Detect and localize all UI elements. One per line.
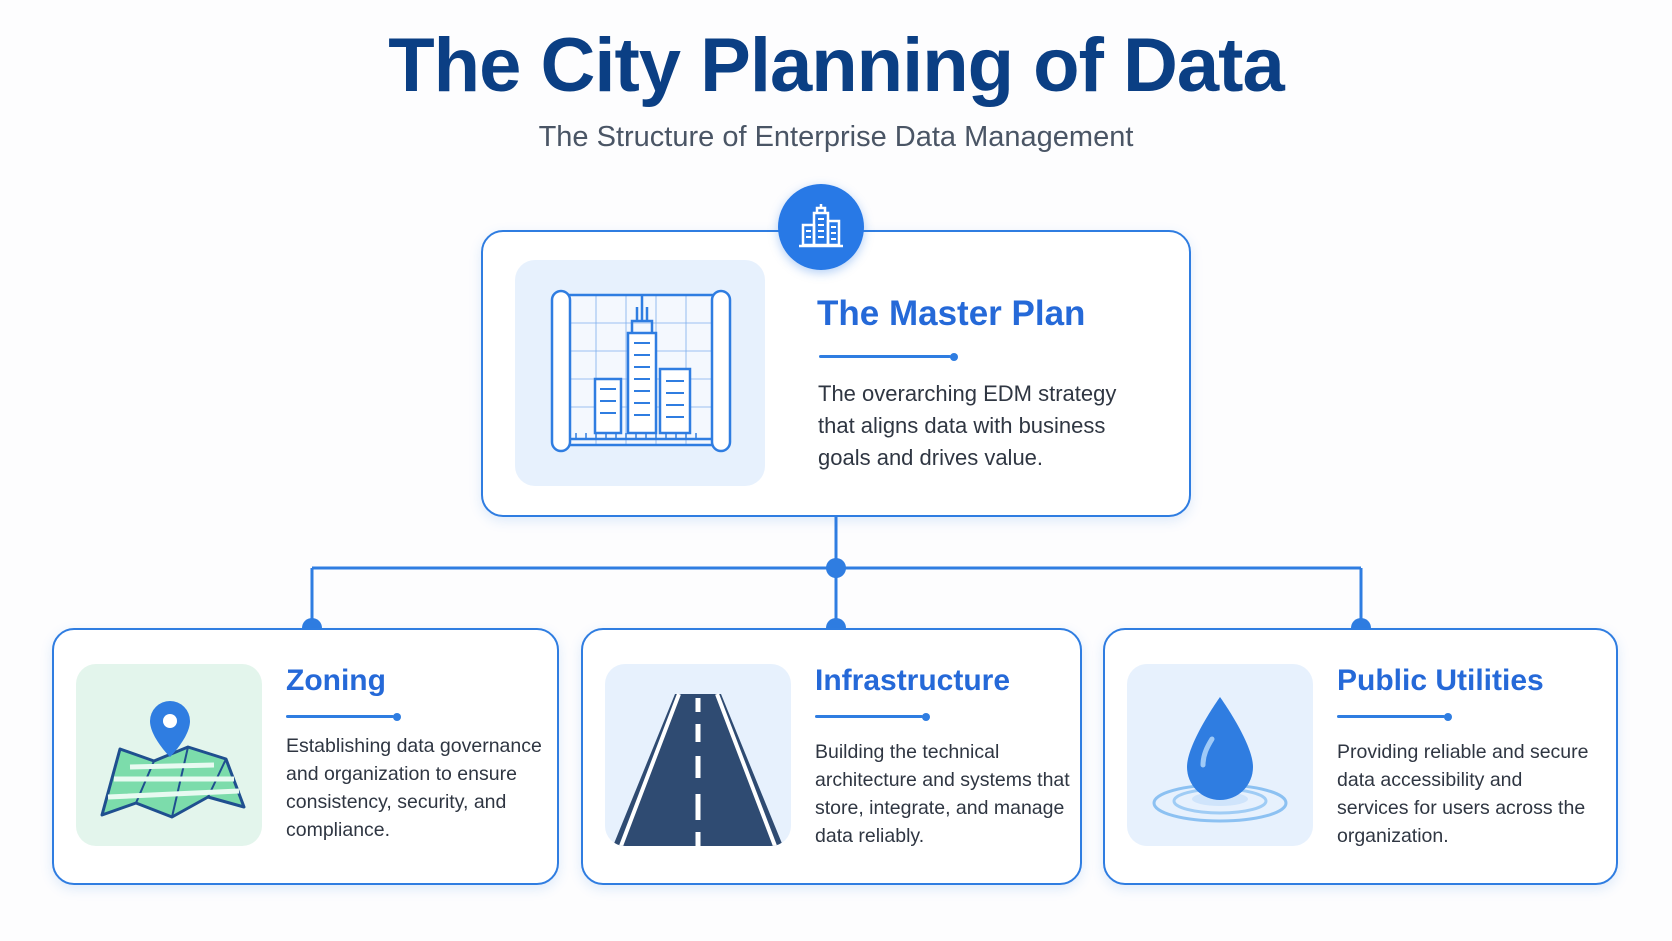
infrastructure-title: Infrastructure [815, 664, 1011, 697]
infrastructure-description: Building the technical architecture and … [815, 741, 1070, 847]
water-drop-icon [1127, 664, 1313, 846]
blueprint-skyscrapers-icon [515, 260, 765, 486]
city-buildings-icon [778, 184, 864, 270]
zoning-title: Zoning [286, 664, 386, 697]
title-divider [286, 712, 401, 721]
map-pin-icon [76, 664, 262, 846]
title-divider [815, 712, 930, 721]
page-subtitle: The Structure of Enterprise Data Managem… [538, 121, 1134, 153]
road-icon [605, 664, 791, 846]
zoning-description: Establishing data governance and organiz… [286, 735, 542, 841]
infrastructure-card: Infrastructure Building the technical ar… [581, 628, 1082, 885]
master-plan-card: The Master Plan The overarching EDM stra… [481, 230, 1191, 517]
title-divider [819, 352, 958, 361]
title-divider [1337, 712, 1452, 721]
public-utilities-card: Public Utilities Providing reliable and … [1103, 628, 1618, 885]
master-plan-title: The Master Plan [817, 294, 1086, 333]
page-title: The City Planning of Data [388, 23, 1285, 108]
zoning-card: Zoning Establishing data governance and … [52, 628, 559, 885]
public-utilities-title: Public Utilities [1337, 664, 1544, 697]
public-utilities-description: Providing reliable and secure data acces… [1337, 741, 1589, 847]
master-plan-description: The overarching EDM strategy that aligns… [818, 381, 1117, 470]
